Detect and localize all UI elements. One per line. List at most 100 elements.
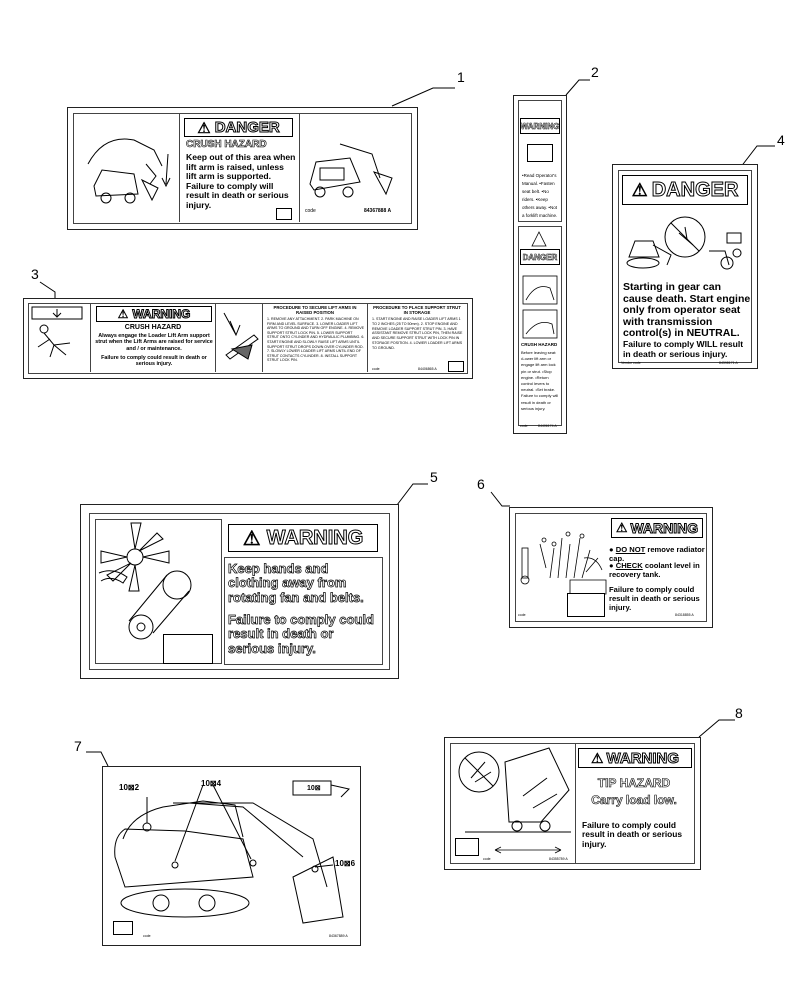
decal-6-line-2: ● CHECK coolant level in recovery tank.: [609, 561, 705, 579]
decal-2-header-1: WARNING: [520, 118, 560, 134]
decal-5-warning-fan: ⚠ WARNING Keep hands and clothing away f…: [80, 504, 399, 679]
callout-6: 6: [477, 476, 485, 492]
leader-1: [391, 87, 455, 107]
decal-3-proc-1-steps: 1. REMOVE ANY ATTACHMENT. 2. PARK MACHIN…: [267, 317, 365, 363]
leader-4: [736, 145, 775, 173]
decal-3-title: CRUSH HAZARD: [124, 324, 182, 331]
manual-book-icon: [567, 593, 605, 617]
callout-8: 8: [735, 705, 743, 721]
decal-6-code: code: [518, 613, 526, 617]
loader-lowered-illustration: [309, 143, 393, 198]
tip-hazard-illustration: [458, 747, 571, 854]
crushed-person-illustration: [31, 306, 83, 358]
leader-5: [396, 483, 428, 506]
leader-3: [39, 281, 56, 298]
callout-7: 7: [74, 738, 82, 754]
decal-2-header-2: DANGER: [520, 249, 560, 265]
decal-6-part: 84318855 A: [675, 613, 694, 617]
decal-2-code: code: [520, 424, 528, 428]
decal-4-code: Vendor code: [621, 361, 641, 365]
decal-2-part: 84406174 A: [538, 424, 557, 428]
hot-coolant-spray-illustration: [520, 531, 607, 595]
decal-5-body: Keep hands and clothing away from rotati…: [228, 561, 364, 605]
decal-4-failure: Failure to comply WILL result in death o…: [623, 339, 744, 359]
support-strut-illustration: [223, 312, 259, 360]
decal-5-header: ⚠ WARNING: [228, 524, 378, 552]
decal-8-code: code: [483, 857, 491, 861]
decal-2-illustrations: [522, 231, 558, 339]
loader-raised-illustration: [87, 138, 171, 204]
loader-lube-illustration: [114, 780, 350, 924]
leader-6: [490, 491, 510, 507]
leader-8: [698, 719, 735, 738]
decal-3-proc-2-title: PROCEDURE TO PLACE SUPPORT STRUT IN STOR…: [373, 305, 461, 315]
decal-1-danger-crush: ⚠ DANGER CRUSH HAZARD Keep out of this a…: [67, 107, 418, 230]
decal-6-line-1-rest: remove radiator cap.: [609, 545, 705, 563]
decal-3-part: 84406865 A: [418, 367, 437, 371]
warning-triangle-icon: ⚠: [197, 119, 211, 137]
decal-6-header: ⚠ WARNING: [611, 518, 703, 538]
decal-4-header: ⚠ DANGER: [622, 175, 748, 205]
decal-4-body: Starting in gear can cause death. Start …: [623, 281, 751, 339]
decal-6-warning-radiator: ⚠ WARNING ● DO NOT remove radiator cap. …: [509, 507, 713, 628]
leader-7: [86, 751, 109, 767]
decal-6-line-1: ● DO NOT remove radiator cap.: [609, 545, 705, 563]
decal-6-line-1-emphasis: DO NOT: [615, 545, 646, 554]
decal-2-title-2: CRUSH HAZARD: [521, 342, 558, 347]
lube-label-1: 10⊠2: [119, 783, 140, 792]
decal-1-code: code: [305, 208, 316, 214]
manual-book-icon: [455, 838, 479, 856]
decal-6-line-2-rest: coolant level in recovery tank.: [609, 561, 700, 579]
warning-triangle-icon: ⚠: [615, 520, 628, 535]
warning-triangle-icon: ⚠: [242, 527, 261, 550]
manual-book-icon: [276, 208, 292, 220]
decal-3-header: ⚠ WARNING: [96, 306, 212, 322]
decal-8-title: TIP HAZARD: [597, 776, 671, 791]
decal-2-vertical: WARNING •Read Operator's Manual. •Fasten…: [513, 95, 567, 434]
callout-2: 2: [591, 64, 599, 80]
callout-3: 3: [31, 266, 39, 282]
leader-2: [565, 79, 590, 96]
bullet-icon: ●: [609, 545, 614, 554]
decal-8-warning-tip: code 84355789 A ⚠ WARNING TIP HAZARD Car…: [444, 737, 701, 870]
warning-triangle-icon: ⚠: [590, 749, 604, 766]
decal-4-danger-start: ⚠ DANGER Starting in gear can cause deat…: [612, 164, 758, 369]
lube-label-2: 10⊠4: [201, 779, 222, 788]
decal-3-warning-crush: ⚠ WARNING CRUSH HAZARD Always engage the…: [23, 298, 473, 379]
callout-4: 4: [777, 132, 785, 148]
manual-book-icon: [448, 361, 464, 372]
decal-6-failure: Failure to comply could result in death …: [609, 585, 700, 613]
decal-3-proc-1-title: PROCEDURE TO SECURE LIFT ARMS IN RAISED …: [273, 305, 357, 315]
decal-7-lube-points: 10⊠2 10⊠4 10⊠6 10⊠ code 84367889 A: [102, 766, 361, 946]
manual-book-icon: [527, 144, 553, 162]
decal-8-subtitle: Carry load low.: [591, 793, 677, 808]
decal-5-failure: Failure to comply could result in death …: [228, 612, 375, 656]
callout-1: 1: [457, 69, 465, 85]
rotating-fan-illustration: [98, 522, 192, 640]
decal-7-code: code: [143, 934, 151, 938]
lube-label-4: 10⊠: [307, 785, 321, 792]
decal-8-header: ⚠ WARNING: [578, 748, 692, 768]
decal-3-proc-2-steps: 1. START ENGINE AND RAISE LOADER LIFT AR…: [372, 317, 463, 350]
callout-5: 5: [430, 469, 438, 485]
decal-3-failure: Failure to comply could result in death …: [101, 355, 207, 368]
decal-3-code: code: [372, 367, 380, 371]
decal-7-part: 84367889 A: [329, 934, 348, 938]
lube-label-3: 10⊠6: [335, 859, 356, 868]
decal-4-part: 84398171 A: [719, 361, 738, 365]
warning-triangle-icon: ⚠: [117, 307, 129, 321]
decal-3-body: Always engage the Loader Lift Arm suppor…: [95, 333, 213, 352]
manual-book-icon: [113, 921, 133, 935]
manual-book-icon: [163, 634, 213, 664]
decal-2-text-2: Before leaving seat: •Lower lift arm or …: [521, 350, 559, 411]
decal-2-text-1: •Read Operator's Manual. •Fasten seat be…: [522, 173, 558, 218]
decal-8-failure: Failure to comply could result in death …: [582, 820, 683, 849]
warning-triangle-icon: ⚠: [631, 179, 648, 200]
decal-1-header: ⚠ DANGER: [184, 118, 293, 137]
decal-1-body: Keep out of this area when lift arm is r…: [186, 152, 296, 210]
decal-8-part: 84355789 A: [549, 857, 568, 861]
decal-1-part: 84367888 A: [364, 208, 392, 214]
bullet-icon: ●: [609, 561, 614, 570]
decal-1-title: CRUSH HAZARD: [186, 139, 267, 151]
